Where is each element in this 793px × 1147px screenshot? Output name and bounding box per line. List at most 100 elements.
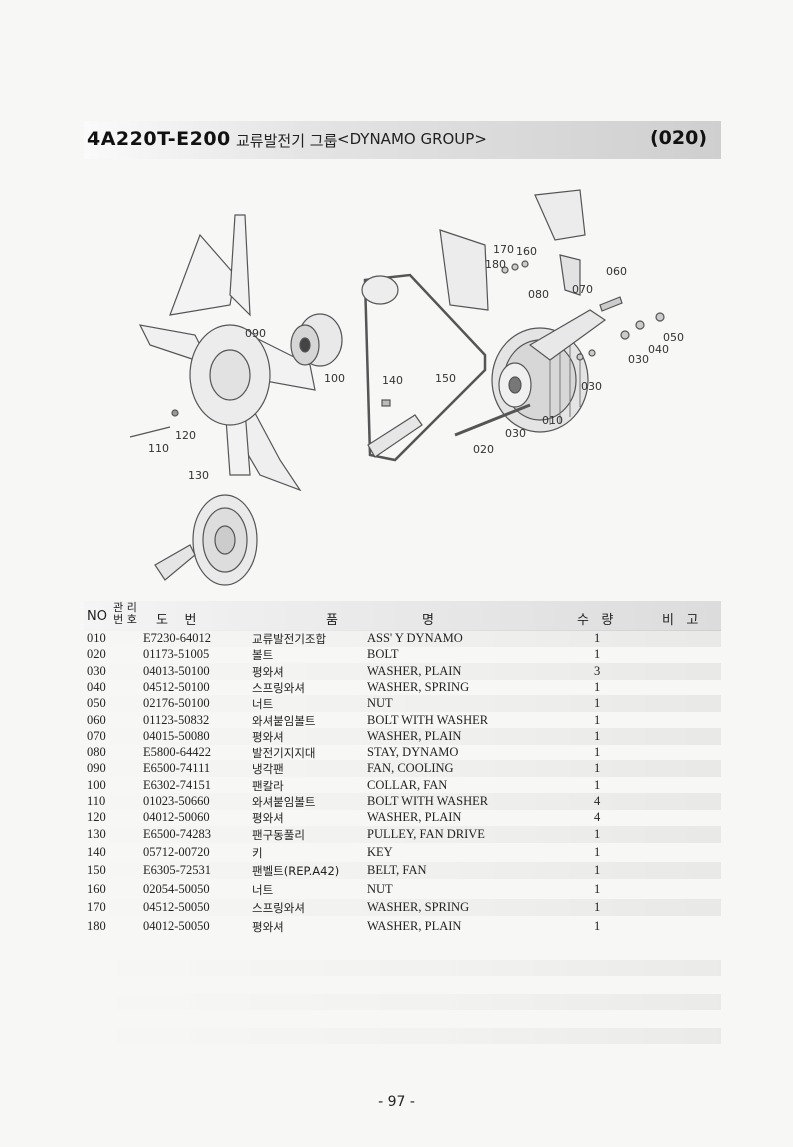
- part-name-english: BOLT WITH WASHER: [367, 794, 489, 808]
- header-name: 명: [422, 613, 434, 628]
- part-name-english: NUT: [367, 696, 393, 711]
- part-name-korean: 발전기지지대: [252, 746, 316, 761]
- callout-label: 120: [175, 429, 196, 442]
- part-number: E6500-74283: [143, 826, 212, 841]
- callout-label: 110: [148, 442, 169, 455]
- header-management-number: 관 리 번 호: [110, 602, 140, 626]
- quantity: 1: [594, 761, 601, 776]
- callout-label: 130: [188, 469, 209, 482]
- part-name-english: WASHER, SPRING: [367, 900, 470, 914]
- quantity: 1: [594, 918, 601, 933]
- part-number: 01023-50660: [143, 794, 210, 808]
- header-mgmt-bottom: 번 호: [113, 613, 137, 626]
- part-number: 04512-50100: [143, 679, 210, 694]
- part-name-korean: 팬벨트(REP.A42): [252, 864, 340, 878]
- fan-collar-drawing: [290, 313, 343, 367]
- fan-belt-drawing: [361, 273, 487, 462]
- quantity: 1: [594, 647, 601, 662]
- header-mgmt-top: 관 리: [113, 601, 137, 614]
- part-name-korean: 평와셔: [252, 811, 284, 826]
- part-number: 02176-50100: [143, 696, 210, 711]
- crank-shaft-drawing: [367, 399, 423, 458]
- part-name-english: NUT: [367, 881, 393, 896]
- header-remarks: 비 고: [662, 613, 699, 628]
- part-name-korean: 스프링와셔: [252, 901, 305, 915]
- part-number: 04013-50100: [143, 663, 210, 678]
- part-name-korean: 너트: [252, 697, 274, 712]
- quantity: 1: [594, 881, 601, 896]
- parts-table-header: NO 관 리 번 호 도 번 품 명 수 량 비 고: [84, 601, 721, 631]
- quantity: 4: [594, 794, 601, 808]
- fan-drive-pulley-drawing: [154, 494, 258, 586]
- item-number: 030: [87, 663, 106, 678]
- callout-label: 100: [324, 372, 345, 385]
- part-name-korean: 평와셔: [252, 919, 284, 934]
- callout-label: 040: [648, 343, 669, 356]
- quantity: 1: [594, 712, 601, 727]
- item-number: 020: [87, 647, 106, 662]
- quantity: 1: [594, 863, 601, 877]
- part-name-korean: 스프링와셔: [252, 680, 305, 695]
- quantity: 1: [594, 696, 601, 711]
- callout-label: 170: [493, 243, 514, 256]
- group-title-english: <DYNAMO GROUP>: [337, 130, 487, 148]
- part-number: 04012-50050: [143, 918, 210, 933]
- cooling-fan-drawing: [129, 214, 316, 492]
- part-name-english: BOLT: [367, 647, 399, 662]
- callout-label: 080: [528, 288, 549, 301]
- item-number: 070: [87, 728, 106, 743]
- quantity: 1: [594, 745, 601, 760]
- part-name-korean: 키: [252, 845, 263, 860]
- header-quantity: 수 량: [577, 613, 614, 628]
- item-number: 040: [87, 679, 106, 694]
- alternator-drawing: [454, 327, 589, 437]
- part-number: 01123-50832: [143, 712, 210, 727]
- blank-row: [84, 1028, 721, 1044]
- part-number: E6500-74111: [143, 761, 211, 776]
- callout-label: 180: [485, 258, 506, 271]
- callout-label: 140: [382, 374, 403, 387]
- part-name-english: BOLT WITH WASHER: [367, 712, 489, 727]
- part-name-english: ASS' Y DYNAMO: [367, 631, 463, 645]
- callout-label: 060: [606, 265, 627, 278]
- part-number: 05712-00720: [143, 844, 210, 859]
- callout-label: 020: [473, 443, 494, 456]
- hardware-drawing: [501, 260, 665, 361]
- item-number: 180: [87, 918, 106, 933]
- callout-label: 070: [572, 283, 593, 296]
- part-name-korean: 와셔붙임볼트: [252, 795, 316, 809]
- part-name-english: PULLEY, FAN DRIVE: [367, 826, 485, 841]
- part-name-english: WASHER, PLAIN: [367, 918, 462, 933]
- callout-label: 030: [628, 353, 649, 366]
- table-row: 040 04512-50100 스프링와셔 WASHER, SPRING 1: [84, 679, 721, 696]
- title-bar: 4A220T-E200 교류발전기 그룹 <DYNAMO GROUP> (020…: [84, 121, 721, 159]
- part-name-korean: 팬구동풀리: [252, 827, 305, 842]
- header-no: NO: [87, 609, 107, 624]
- part-number: 01173-51005: [143, 647, 210, 662]
- part-number: 02054-50050: [143, 881, 210, 896]
- group-title-korean: 교류발전기 그룹: [236, 132, 338, 150]
- part-number: 04012-50060: [143, 810, 210, 825]
- part-number: E5800-64422: [143, 745, 212, 760]
- part-number: 04015-50080: [143, 728, 210, 743]
- quantity: 1: [594, 900, 601, 914]
- callout-label: 010: [542, 414, 563, 427]
- part-name-english: KEY: [367, 844, 393, 859]
- model-number: 4A220T-E200: [87, 128, 231, 150]
- header-part: 품: [326, 613, 338, 628]
- quantity: 1: [594, 679, 601, 694]
- callout-labels: 170 160 180 060 080 070 090 050 040 030 …: [148, 243, 684, 482]
- callout-label: 090: [245, 327, 266, 340]
- exploded-parts-diagram: 170 160 180 060 080 070 090 050 040 030 …: [129, 189, 684, 586]
- part-name-english: WASHER, SPRING: [367, 679, 470, 694]
- item-number: 100: [87, 777, 106, 792]
- quantity: 3: [594, 663, 601, 678]
